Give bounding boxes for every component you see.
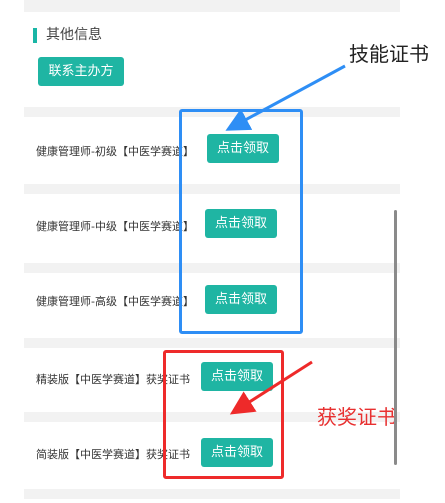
- row-divider: [24, 107, 400, 117]
- section-title: 其他信息: [46, 27, 102, 43]
- award-certificate-highlight-box: [163, 350, 284, 479]
- claim-button[interactable]: 点击领取: [205, 285, 277, 314]
- claim-button[interactable]: 点击领取: [205, 209, 277, 238]
- certificate-label: 健康管理师-初级【中医学赛道】: [36, 145, 194, 158]
- row-divider: [24, 412, 400, 422]
- row-divider: [24, 338, 400, 348]
- certificate-label: 健康管理师-高级【中医学赛道】: [36, 295, 194, 308]
- top-divider: [24, 0, 400, 12]
- certificate-label: 健康管理师-中级【中医学赛道】: [36, 220, 194, 233]
- row-divider: [24, 184, 400, 194]
- section-accent-bar: [33, 28, 37, 43]
- certificate-label: 精装版【中医学赛道】获奖证书: [36, 373, 190, 386]
- certificate-label: 简装版【中医学赛道】获奖证书: [36, 448, 190, 461]
- claim-button[interactable]: 点击领取: [207, 134, 279, 163]
- row-divider: [24, 489, 400, 499]
- row-divider: [24, 263, 400, 273]
- claim-button[interactable]: 点击领取: [201, 438, 273, 467]
- award-certificate-annotation: 获奖证书: [317, 405, 397, 429]
- skill-certificate-annotation: 技能证书: [349, 42, 429, 66]
- scrollbar[interactable]: [394, 210, 397, 465]
- contact-organizer-button[interactable]: 联系主办方: [38, 57, 124, 86]
- skill-certificate-highlight-box: [179, 109, 303, 334]
